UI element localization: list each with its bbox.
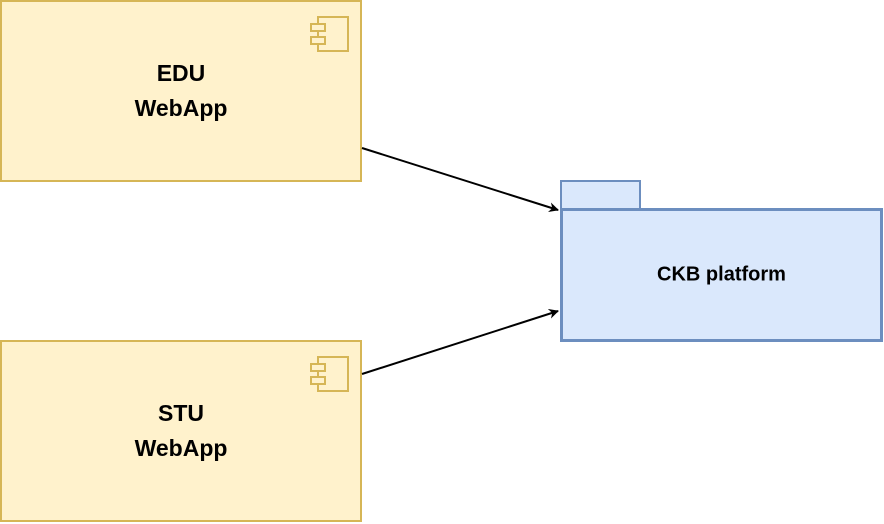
stu-webapp-label: STU WebApp (2, 396, 360, 466)
stu-label-line2: WebApp (134, 435, 228, 461)
edu-label-line2: WebApp (134, 95, 228, 121)
uml-component-icon (310, 356, 349, 392)
edu-webapp-component[interactable]: EDU WebApp (0, 0, 362, 182)
ckb-platform-package[interactable]: CKB platform (560, 208, 883, 342)
uml-component-icon (310, 16, 349, 52)
ckb-platform-label: CKB platform (657, 263, 786, 286)
edu-webapp-label: EDU WebApp (2, 56, 360, 126)
stu-label-line1: STU (158, 400, 204, 426)
stu-to-platform-arrow (361, 308, 559, 375)
stu-webapp-component[interactable]: STU WebApp (0, 340, 362, 522)
ckb-platform-package-tab (560, 180, 641, 210)
edu-to-platform-arrow (361, 147, 559, 213)
edu-label-line1: EDU (156, 60, 206, 86)
